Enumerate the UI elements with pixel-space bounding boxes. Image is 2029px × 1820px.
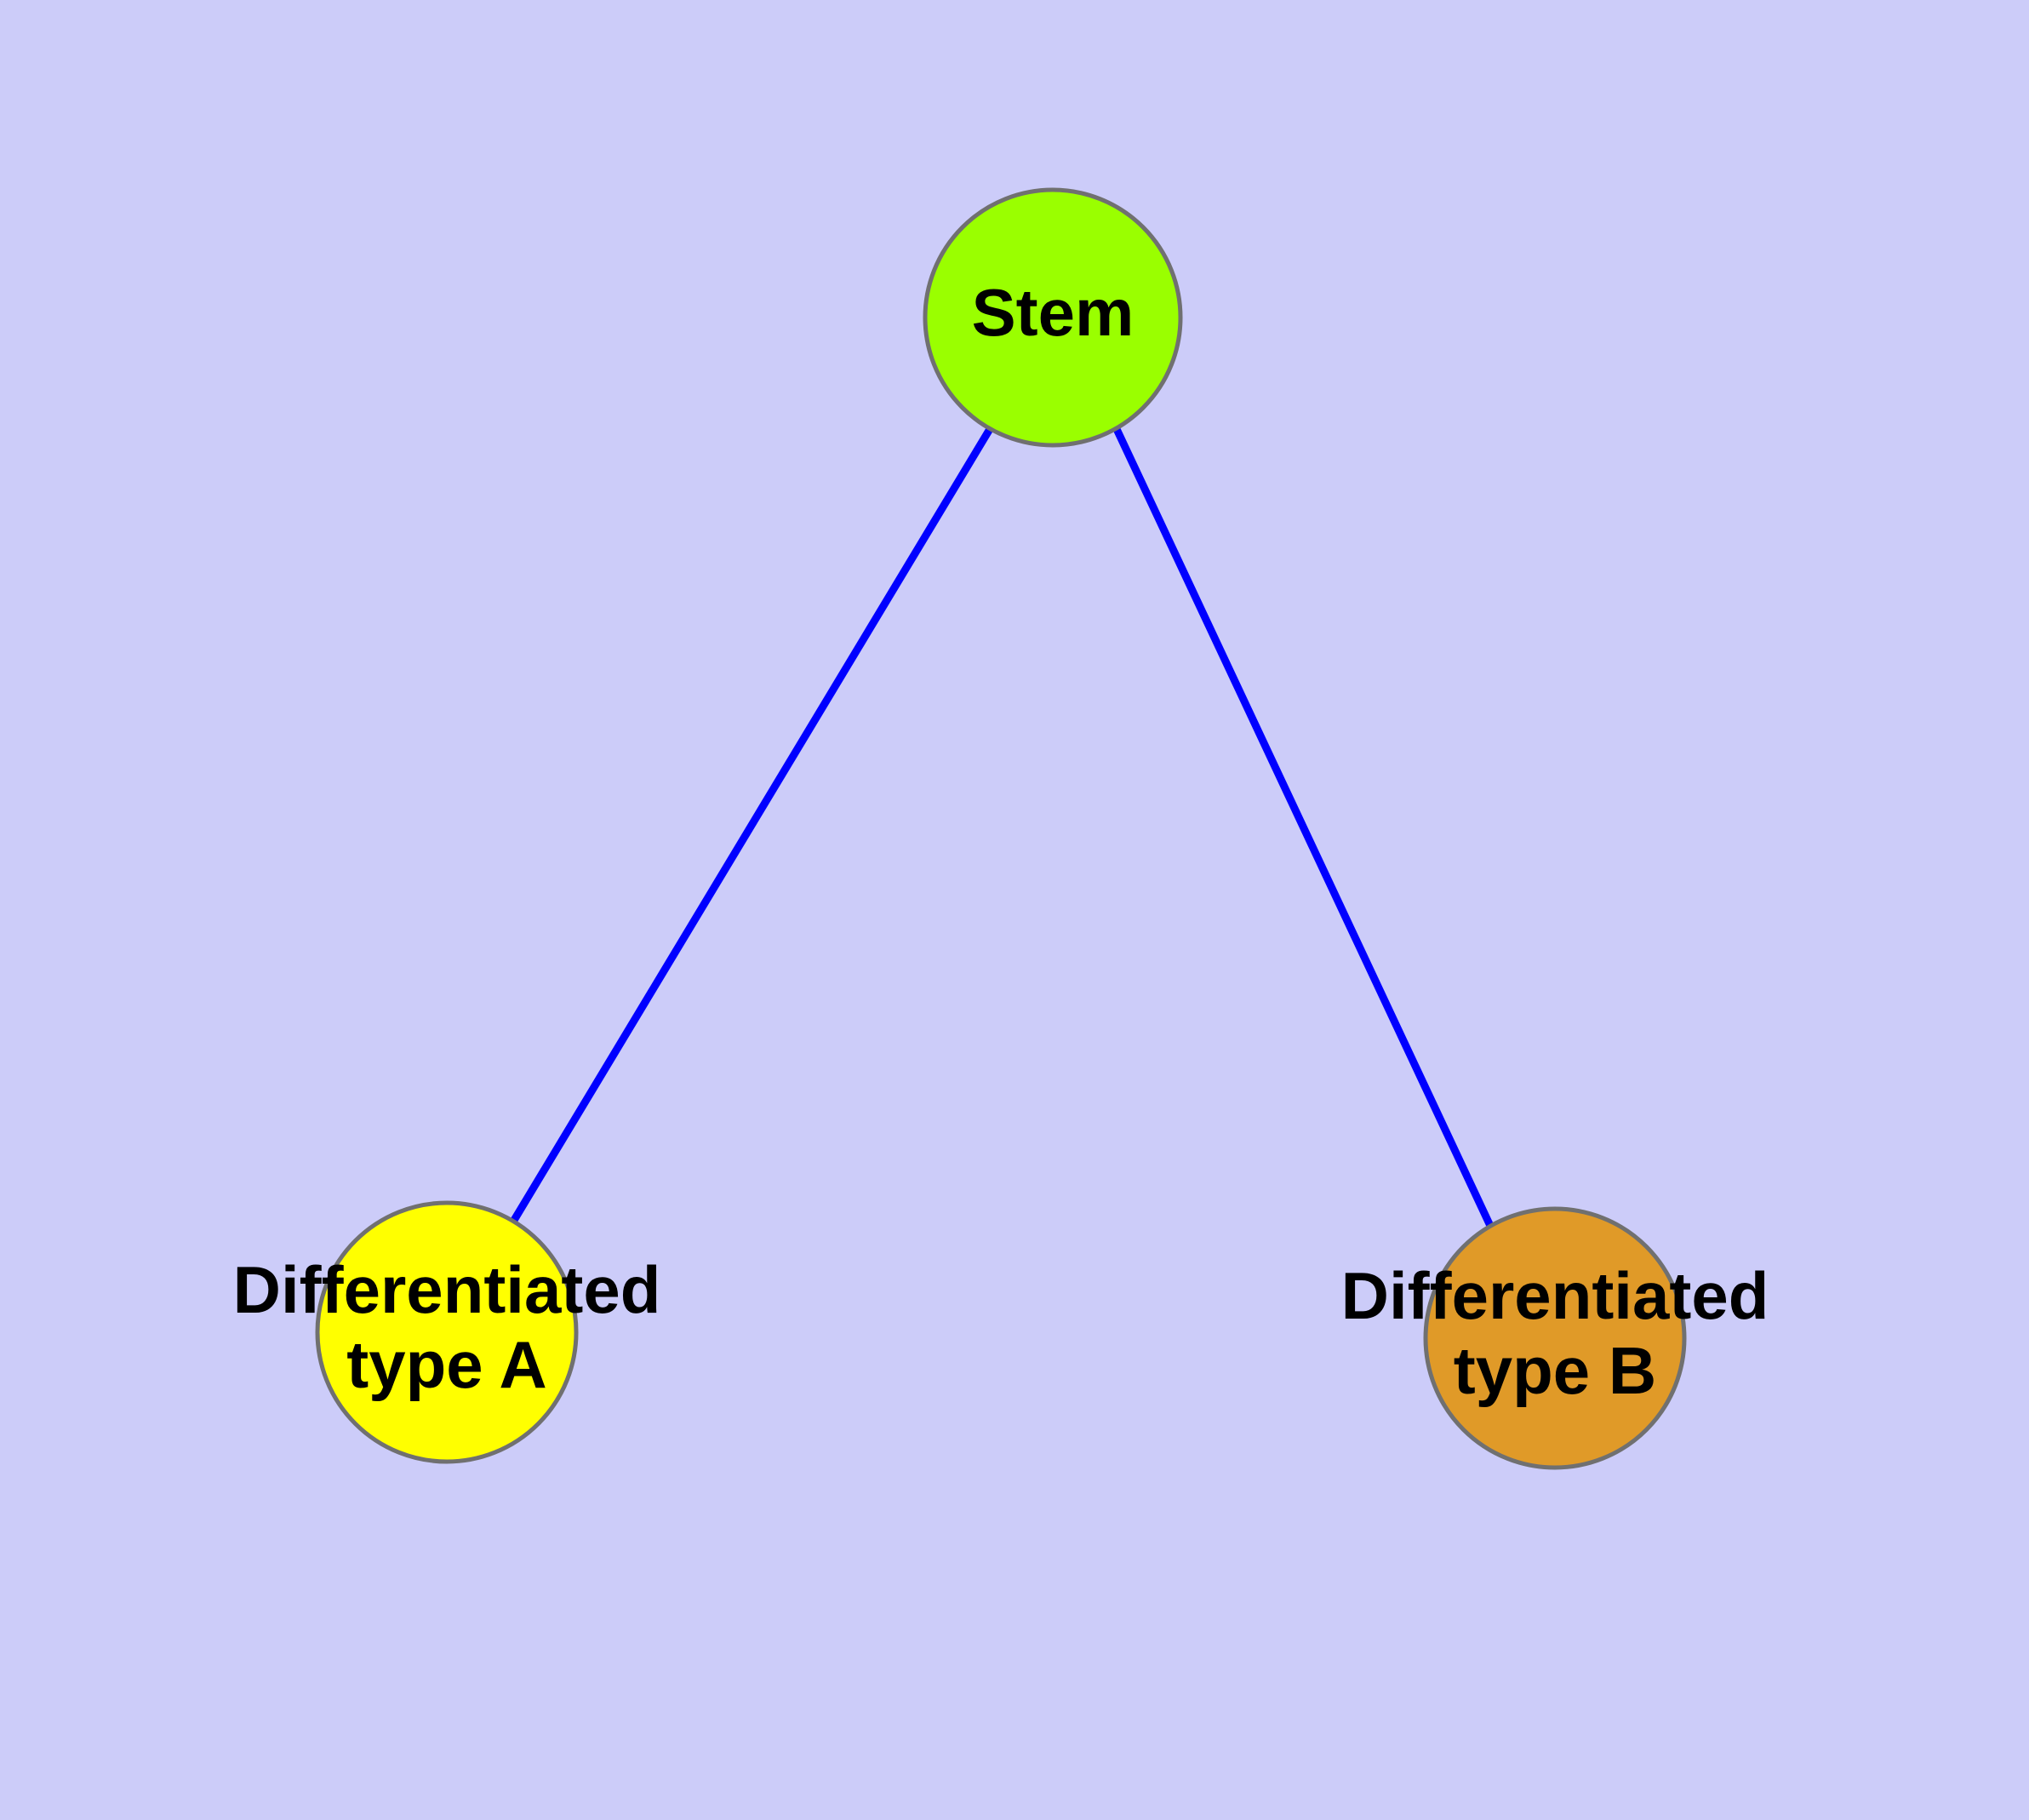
node-label-line: Stem xyxy=(972,275,1135,350)
node-label-line: type A xyxy=(346,1327,547,1402)
edge-stem-to-diff-a[interactable] xyxy=(507,426,993,1228)
edges-layer xyxy=(507,426,1495,1228)
node-label-stem: Stem xyxy=(972,275,1135,350)
node-diff-b[interactable] xyxy=(1423,1206,1687,1470)
node-label-line: type B xyxy=(1454,1333,1656,1408)
node-stem[interactable] xyxy=(923,187,1183,448)
node-label-line: Differentiated xyxy=(233,1252,661,1327)
edge-stem-to-diff-b[interactable] xyxy=(1112,427,1495,1228)
node-diff-a[interactable] xyxy=(315,1200,579,1464)
node-label-line: Differentiated xyxy=(1341,1258,1769,1333)
nodes-layer xyxy=(315,187,1687,1470)
